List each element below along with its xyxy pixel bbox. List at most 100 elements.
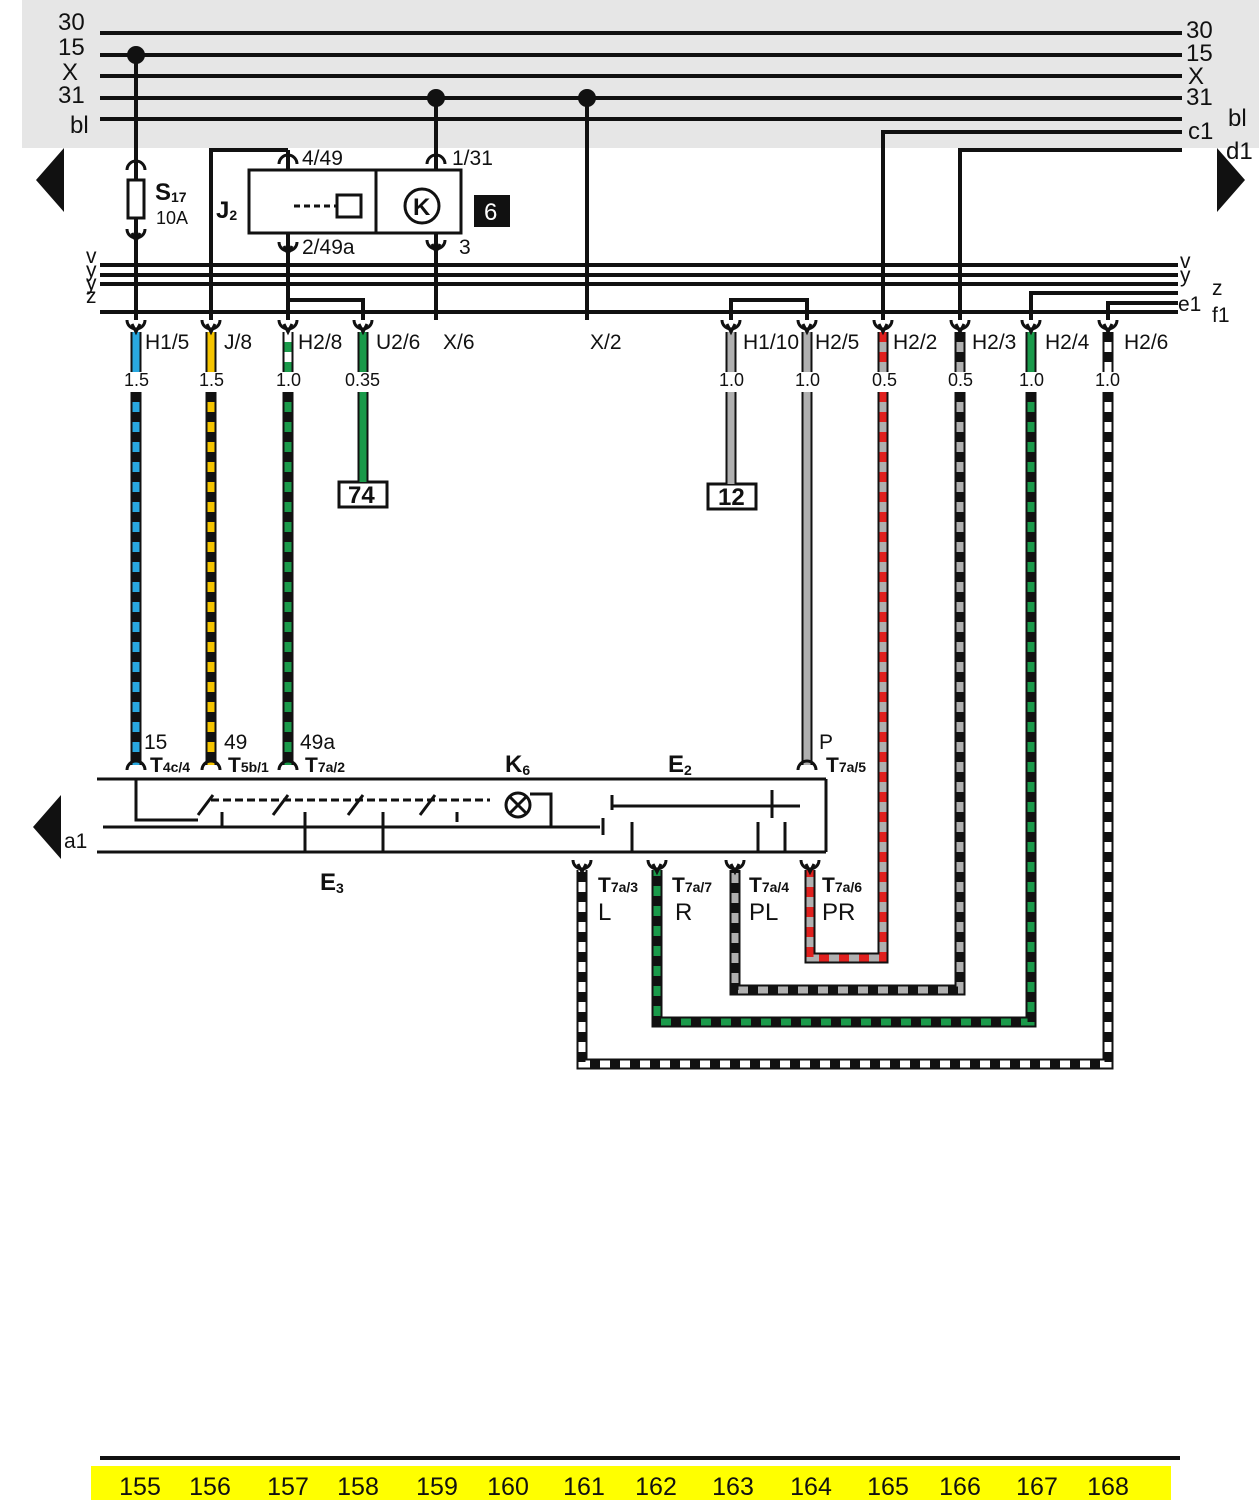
terminal-label: R: [675, 899, 692, 926]
bus-label-30-right: 30: [1186, 17, 1213, 44]
bus-e1-f1: [1106, 301, 1178, 320]
connector-socket-icon: [277, 319, 299, 331]
column-number: 159: [416, 1473, 458, 1500]
connector-socket-icon: [1102, 323, 1114, 336]
fuse-s17: S17 10A: [126, 178, 188, 228]
terminal-label: PL: [749, 899, 778, 926]
bus-label-31: 31: [58, 82, 85, 109]
footer-column-bar: [91, 1466, 1171, 1500]
wire-gray-red: [806, 392, 887, 962]
terminal-conn: T7a/4: [749, 874, 789, 897]
connector-socket-icon: [352, 319, 374, 331]
connector-socket-icon: [877, 323, 889, 336]
lamp-loop: [530, 792, 553, 827]
connector-socket-icon: [130, 323, 142, 336]
bus-label-v: v: [86, 245, 97, 268]
relay-badge: [474, 195, 510, 227]
connector-sockets: [125, 153, 1119, 876]
wire-u26: [288, 298, 365, 320]
terminal-label: 49a: [300, 731, 335, 754]
terminal-conn: T4c/4: [150, 754, 190, 777]
conn-h2-2: H2/2: [893, 331, 937, 354]
wire-gauges: 1.5 1.5 1.0 0.35 1.0 1.0 0.5 0.5 1.0 1.0: [124, 370, 1120, 390]
conn-x2: X/2: [590, 331, 622, 354]
switch-contact: [196, 794, 215, 816]
gauge-label: 1.0: [795, 370, 820, 390]
gauge-label: 0.5: [872, 370, 897, 390]
page-left-arrow-icon[interactable]: [36, 148, 64, 212]
connector-socket-icon: [872, 319, 894, 331]
terminal-label: 49: [224, 731, 247, 754]
connector-socket-icon: [125, 159, 147, 171]
bus-label-x: X: [62, 59, 78, 86]
bus-label-d1-right: d1: [1226, 138, 1253, 165]
fuse-name: S17: [155, 179, 187, 206]
connector-socket-icon: [430, 243, 442, 256]
terminal-conn: T7a/3: [598, 874, 638, 897]
a1-left-arrow-icon[interactable]: [33, 795, 61, 859]
page-right-arrow-icon[interactable]: [1217, 148, 1245, 212]
connector-socket-icon: [1020, 319, 1042, 331]
right-bus-labels: 30 15 X 31 bl c1 d1: [1186, 17, 1253, 165]
wire-h1-10: [729, 298, 809, 320]
column-number: 158: [337, 1473, 379, 1500]
column-number: 164: [790, 1473, 832, 1500]
gauge-label: 1.0: [276, 370, 301, 390]
connector-socket-icon: [949, 319, 971, 331]
switch-contact: [418, 794, 437, 816]
terminal-conn: T7a/5: [826, 754, 866, 777]
bus-label-f1-right: f1: [1212, 304, 1230, 327]
connector-socket-icon: [357, 323, 369, 336]
conn-h1-10: H1/10: [743, 331, 799, 354]
switch-contact: [271, 794, 290, 816]
relay-sensor-icon: [403, 187, 441, 225]
fuse-body: [126, 178, 146, 220]
connector-socket-icon: [796, 759, 818, 771]
conn-h1-5: H1/5: [145, 331, 189, 354]
connector-socket-icon: [125, 759, 147, 771]
gauge-label: 1.0: [719, 370, 744, 390]
connector-socket-icon: [277, 759, 299, 771]
connector-socket-icon: [1025, 323, 1037, 336]
connector-socket-icon: [725, 323, 737, 336]
bus-label-31-right: 31: [1186, 84, 1213, 111]
connector-socket-icon: [125, 319, 147, 331]
wire-white-black: [578, 392, 1112, 1068]
relay-pin-2-49a: 2/49a: [302, 236, 355, 259]
column-number: 155: [119, 1473, 161, 1500]
connector-socket-icon: [571, 859, 593, 871]
terminal-label: L: [598, 899, 611, 926]
ref-box-12: [706, 482, 758, 511]
connector-socket-icon: [651, 863, 663, 876]
conn-h2-3: H2/3: [972, 331, 1016, 354]
connector-socket-icon: [425, 153, 447, 165]
column-number: 156: [189, 1473, 231, 1500]
connector-socket-icon: [801, 323, 813, 336]
bus-label-y2: y: [86, 272, 97, 295]
connector-socket-icon: [130, 232, 142, 245]
relay-pin-1-31: 1/31: [452, 147, 493, 170]
connector-socket-icon: [576, 863, 588, 876]
connector-socket-icon: [799, 859, 821, 871]
relay-pin-3: 3: [459, 236, 471, 259]
conn-h2-4: H2/4: [1045, 331, 1090, 354]
conn-h2-5: H2/5: [815, 331, 859, 354]
terminal-conn: T7a/6: [822, 874, 862, 897]
secondary-bus-labels: v y y z v y z e1 f1: [86, 245, 1230, 327]
terminal-label: P: [819, 731, 833, 754]
bus-label-15-right: 15: [1186, 40, 1213, 67]
connector-socket-icon: [1097, 319, 1119, 331]
bus-c1: [881, 130, 1182, 320]
column-number: 165: [867, 1473, 909, 1500]
lamp-cross: [508, 795, 528, 815]
bus-label-30: 30: [58, 9, 85, 36]
connector-socket-icon: [205, 323, 217, 336]
bus-label-c1-right: c1: [1188, 118, 1213, 145]
conn-j8: J/8: [224, 331, 252, 354]
bus-label-z: z: [86, 285, 97, 308]
rail-a1-label: a1: [64, 830, 87, 853]
bus-label-v-right: v: [1180, 250, 1191, 273]
connector-socket-icon: [724, 859, 746, 871]
